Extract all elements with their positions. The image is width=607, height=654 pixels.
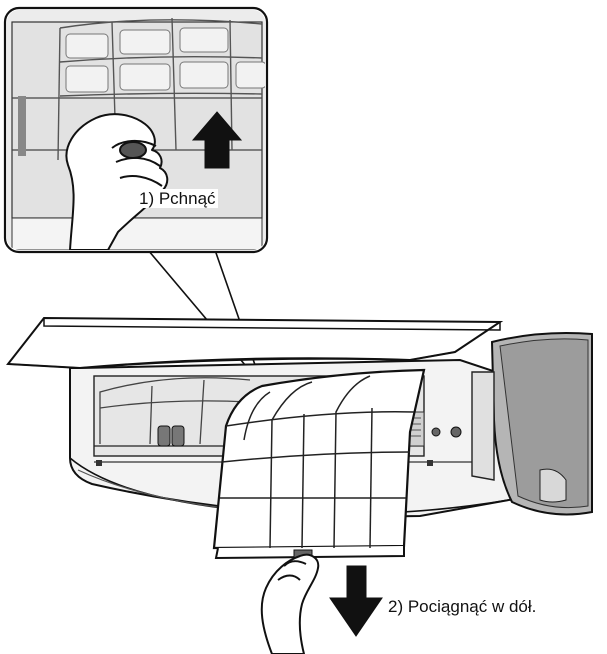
- inset-filter-mesh: [57, 17, 263, 161]
- down-arrow-icon: [329, 565, 383, 637]
- left-filter: [99, 377, 251, 445]
- pulling-hand: [260, 553, 320, 654]
- air-filter: [212, 368, 426, 560]
- callout-inset: [3, 6, 269, 386]
- step1-label: 1) Pchnąć: [137, 189, 218, 208]
- step2-label: 2) Pociągnąć w dół.: [388, 597, 537, 616]
- inset-hand: [65, 113, 169, 250]
- up-arrow-icon: [191, 111, 243, 169]
